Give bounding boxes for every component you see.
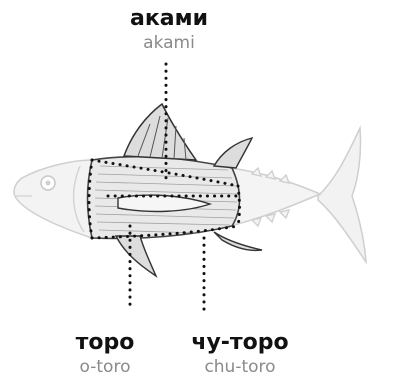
toro-subtitle: o-toro <box>45 356 165 378</box>
chutoro-label: чу-торо chu-toro <box>165 330 315 378</box>
toro-label: торо o-toro <box>45 330 165 378</box>
akami-label: аками akami <box>99 6 239 54</box>
tail-fin <box>318 128 366 262</box>
anal-fin <box>214 232 262 250</box>
akami-subtitle: akami <box>99 32 239 54</box>
chutoro-subtitle: chu-toro <box>165 356 315 378</box>
chutoro-title: чу-торо <box>165 330 315 356</box>
tuna-illustration <box>14 104 366 276</box>
akami-title: аками <box>99 6 239 32</box>
pelvic-fin <box>116 236 156 276</box>
second-dorsal-fin <box>214 138 252 168</box>
toro-title: торо <box>45 330 165 356</box>
rear-body <box>230 168 320 226</box>
